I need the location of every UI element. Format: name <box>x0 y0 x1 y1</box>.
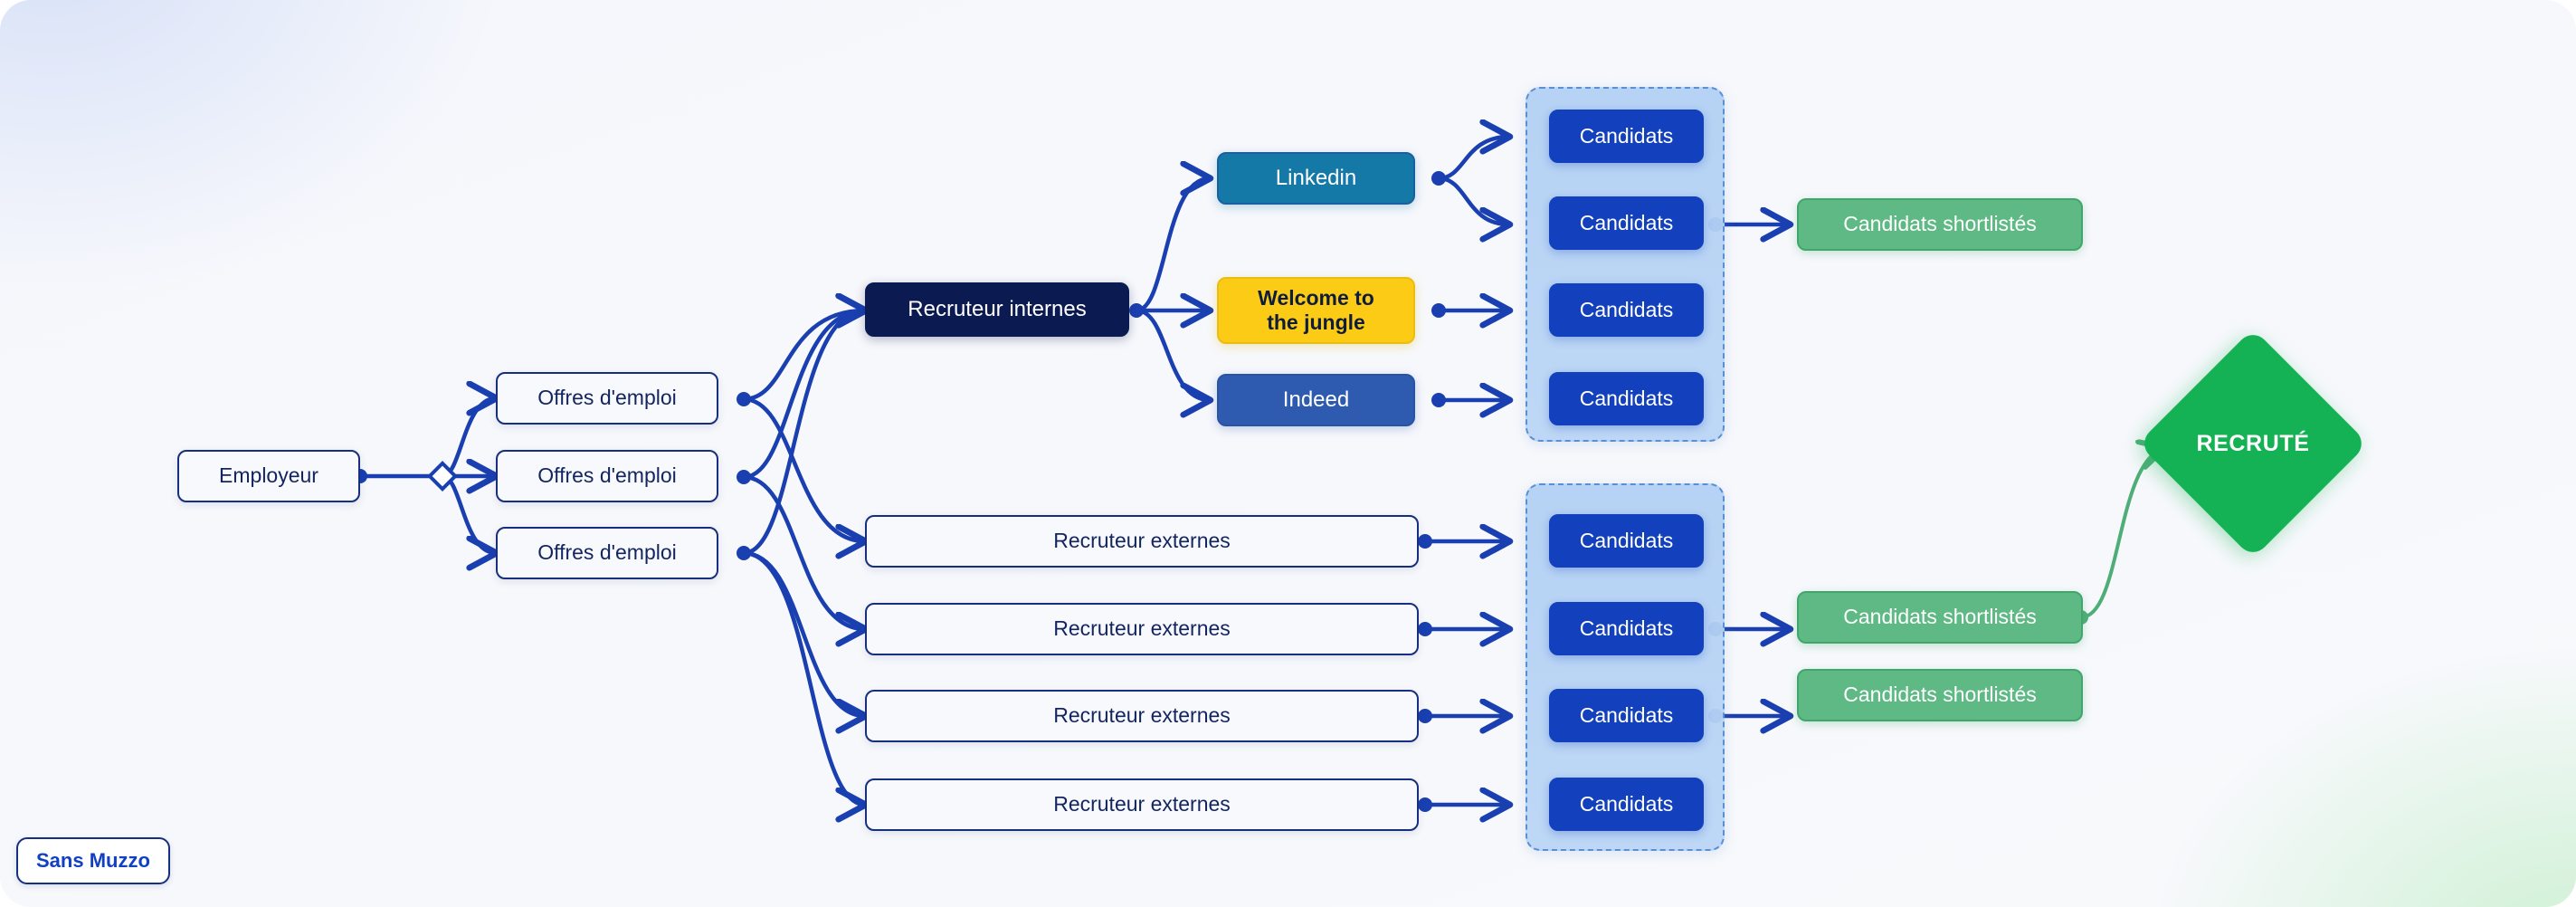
node-recruteur-internes[interactable]: Recruteur internes <box>865 282 1129 337</box>
edges-green <box>2079 448 2164 619</box>
node-candidat-top-1[interactable]: Candidats <box>1549 110 1704 163</box>
junction-diamond <box>427 461 458 492</box>
node-recruteur-externes-4[interactable]: Recruteur externes <box>865 778 1419 831</box>
node-platform-welcome-to-the-jungle[interactable]: Welcome to the jungle <box>1217 277 1415 344</box>
node-candidats-shortlistes-bottom-2[interactable]: Candidats shortlistés <box>1797 669 2083 721</box>
node-recruteur-externes-3[interactable]: Recruteur externes <box>865 690 1419 742</box>
node-recruteur-externes-1[interactable]: Recruteur externes <box>865 515 1419 568</box>
node-candidat-bottom-2[interactable]: Candidats <box>1549 602 1704 655</box>
node-candidats-shortlistes-bottom-1[interactable]: Candidats shortlistés <box>1797 591 2083 644</box>
node-platform-linkedin[interactable]: Linkedin <box>1217 152 1415 205</box>
node-candidat-bottom-4[interactable]: Candidats <box>1549 778 1704 831</box>
node-offre-emploi-1[interactable]: Offres d'emploi <box>496 372 718 425</box>
node-candidat-bottom-3[interactable]: Candidats <box>1549 689 1704 742</box>
node-candidat-top-4[interactable]: Candidats <box>1549 372 1704 425</box>
node-candidats-shortlistes-top-1[interactable]: Candidats shortlistés <box>1797 198 2083 251</box>
node-candidat-bottom-1[interactable]: Candidats <box>1549 514 1704 568</box>
node-recruteur-externes-2[interactable]: Recruteur externes <box>865 603 1419 655</box>
node-platform-indeed[interactable]: Indeed <box>1217 374 1415 426</box>
node-offre-emploi-2[interactable]: Offres d'emploi <box>496 450 718 502</box>
node-recrute[interactable]: RECRUTÉ <box>2137 328 2369 559</box>
node-employeur[interactable]: Employeur <box>177 450 360 502</box>
node-candidat-top-3[interactable]: Candidats <box>1549 283 1704 337</box>
node-offre-emploi-3[interactable]: Offres d'emploi <box>496 527 718 579</box>
node-recrute-label: RECRUTÉ <box>2196 430 2310 456</box>
brand-badge[interactable]: Sans Muzzo <box>16 837 170 884</box>
node-candidat-top-2[interactable]: Candidats <box>1549 196 1704 250</box>
